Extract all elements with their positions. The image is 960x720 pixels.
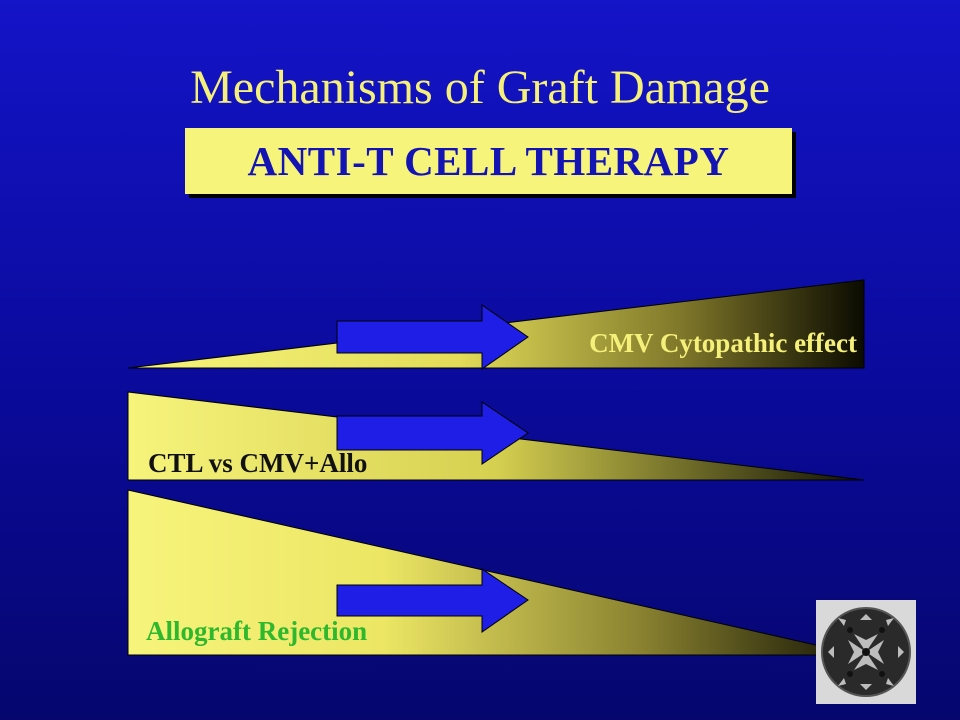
right-block-arrow-icon: [336, 568, 529, 633]
right-block-arrow-icon: [336, 304, 529, 370]
right-block-arrow-icon: [336, 401, 529, 465]
therapy-box: ANTI-T CELL THERAPY: [185, 128, 792, 194]
escher-circle-limit-image: [816, 600, 916, 704]
slide-title: Mechanisms of Graft Damage: [190, 61, 770, 114]
ctl-label: CTL vs CMV+Allo: [148, 448, 367, 478]
cmv-cytopathic-label: CMV Cytopathic effect: [589, 328, 857, 358]
allograft-rejection-label: Allograft Rejection: [146, 616, 367, 646]
therapy-label: ANTI-T CELL THERAPY: [247, 138, 730, 184]
allograft-rejection-wedge: [127, 489, 861, 656]
